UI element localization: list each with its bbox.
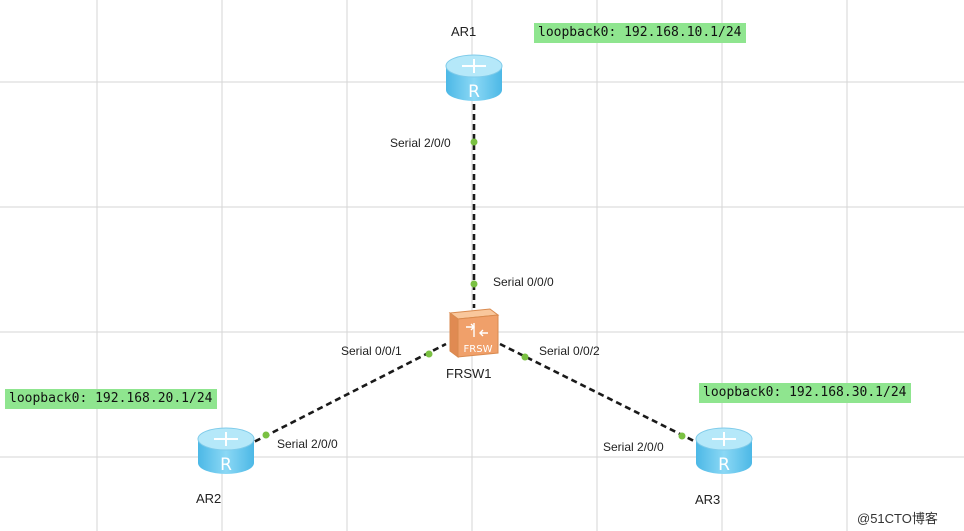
port-dot-frsw1-s001 xyxy=(425,350,433,358)
port-dot-frsw1-s000 xyxy=(470,280,478,288)
port-dot-ar3-s200 xyxy=(678,432,686,440)
svg-text:R: R xyxy=(718,455,730,475)
device-label-ar3: AR3 xyxy=(695,492,721,507)
loopback-note-ar1: loopback0: 192.168.10.1/24 xyxy=(534,23,746,43)
router-ar1[interactable]: R xyxy=(442,52,506,106)
loopback-note-ar2: loopback0: 192.168.20.1/24 xyxy=(5,389,217,409)
switch-frsw1[interactable]: FRSW xyxy=(444,305,502,359)
svg-text:R: R xyxy=(468,82,480,102)
router-icon: R xyxy=(197,427,255,475)
port-dot-frsw1-s002 xyxy=(521,353,529,361)
device-label-ar1: AR1 xyxy=(451,24,477,39)
link-ar2-frsw1[interactable] xyxy=(245,342,447,448)
port-label-ar3-s200: Serial 2/0/0 xyxy=(603,440,664,454)
link-ar3-frsw1[interactable] xyxy=(499,342,703,447)
frsw-icon-text: FRSW xyxy=(464,344,493,355)
port-label-ar2-s200: Serial 2/0/0 xyxy=(277,437,338,451)
router-icon: R xyxy=(695,427,753,475)
router-ar3[interactable]: R xyxy=(692,425,756,479)
watermark: @51CTO博客 xyxy=(857,511,938,526)
port-dot-ar1-s200 xyxy=(470,138,478,146)
port-label-ar1-s200: Serial 2/0/0 xyxy=(390,136,451,150)
device-label-frsw1: FRSW1 xyxy=(446,366,492,381)
router-icon: R xyxy=(445,54,503,102)
frame-relay-switch-icon: FRSW xyxy=(448,308,500,358)
port-label-frsw1-s002: Serial 0/0/2 xyxy=(539,344,600,358)
port-dot-ar2-s200 xyxy=(262,431,270,439)
svg-text:R: R xyxy=(220,455,232,475)
port-label-frsw1-s000: Serial 0/0/0 xyxy=(493,275,554,289)
router-ar2[interactable]: R xyxy=(194,425,258,479)
loopback-note-ar3: loopback0: 192.168.30.1/24 xyxy=(699,383,911,403)
port-label-frsw1-s001: Serial 0/0/1 xyxy=(341,344,402,358)
device-label-ar2: AR2 xyxy=(196,491,222,506)
